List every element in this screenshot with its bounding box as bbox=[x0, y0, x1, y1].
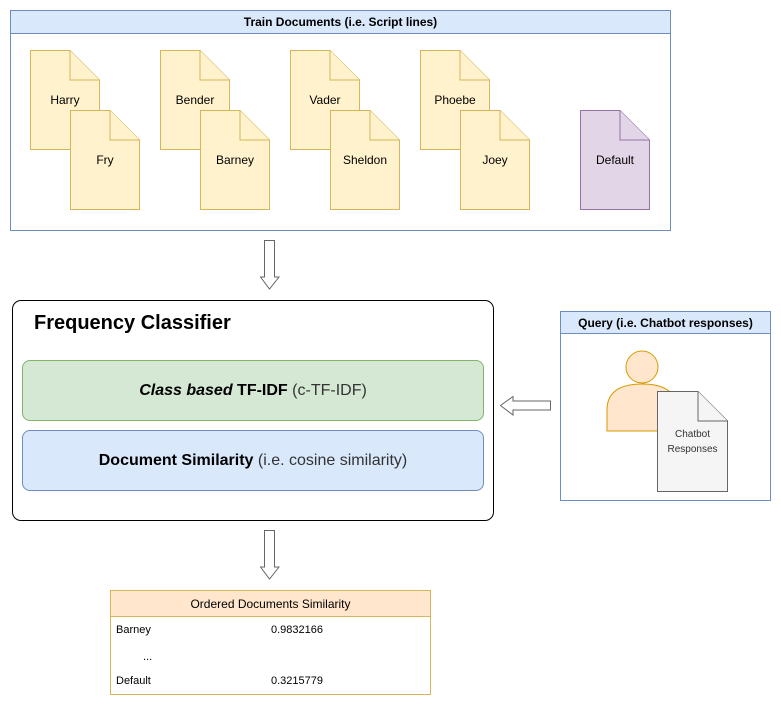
chatbot-line-1: Chatbot bbox=[674, 428, 711, 440]
tfidf-bold-label: TF-IDF bbox=[237, 381, 288, 399]
document-barney[interactable]: Barney bbox=[200, 110, 270, 210]
document-label: Bender bbox=[175, 93, 215, 107]
document-icon bbox=[330, 110, 400, 210]
document-label: Default bbox=[595, 153, 635, 167]
document-joey[interactable]: Joey bbox=[460, 110, 530, 210]
frequency-classifier-title: Frequency Classifier bbox=[34, 312, 231, 334]
tfidf-italic-label: Class based bbox=[139, 381, 233, 399]
document-default[interactable]: Default bbox=[580, 110, 650, 210]
table-header: Ordered Documents Similarity bbox=[110, 590, 431, 617]
document-icon bbox=[200, 110, 270, 210]
document-icon bbox=[460, 110, 530, 210]
table-cell-name: Barney bbox=[116, 624, 151, 636]
document-label: Vader bbox=[309, 93, 341, 107]
document-label: Barney bbox=[215, 153, 255, 167]
tfidf-note: (c-TF-IDF) bbox=[292, 381, 367, 399]
query-header: Query (i.e. Chatbot responses) bbox=[560, 311, 771, 334]
document-similarity-block[interactable]: Document Similarity (i.e. cosine similar… bbox=[22, 430, 484, 491]
document-sheldon[interactable]: Sheldon bbox=[330, 110, 400, 210]
table-cell-name: Default bbox=[116, 675, 151, 687]
similarity-note: (i.e. cosine similarity) bbox=[257, 451, 408, 469]
similarity-bold-label: Document Similarity bbox=[98, 451, 254, 469]
document-icon bbox=[580, 110, 650, 210]
arrow-left-icon bbox=[500, 396, 551, 416]
document-icon bbox=[657, 391, 728, 492]
document-label: Phoebe bbox=[434, 93, 476, 107]
chatbot-line-2: Responses bbox=[667, 443, 718, 455]
table-cell-value: 0.9832166 bbox=[271, 624, 323, 636]
document-label: Chatbot Responses bbox=[657, 391, 728, 492]
arrow-down-icon bbox=[260, 240, 280, 290]
train-documents-header: Train Documents (i.e. Script lines) bbox=[10, 10, 671, 34]
tfidf-block[interactable]: Class based TF-IDF (c-TF-IDF) bbox=[22, 360, 484, 421]
chatbot-responses-document[interactable]: Chatbot Responses bbox=[657, 391, 728, 492]
table-cell-ellipsis: ... bbox=[143, 651, 153, 663]
document-icon bbox=[70, 110, 140, 210]
table-cell-value: 0.3215779 bbox=[271, 675, 323, 687]
document-fry[interactable]: Fry bbox=[70, 110, 140, 210]
document-label: Fry bbox=[96, 153, 114, 167]
document-label: Sheldon bbox=[342, 153, 388, 167]
document-label: Harry bbox=[50, 93, 80, 107]
arrow-down-icon bbox=[260, 530, 280, 580]
document-label: Joey bbox=[482, 153, 508, 167]
